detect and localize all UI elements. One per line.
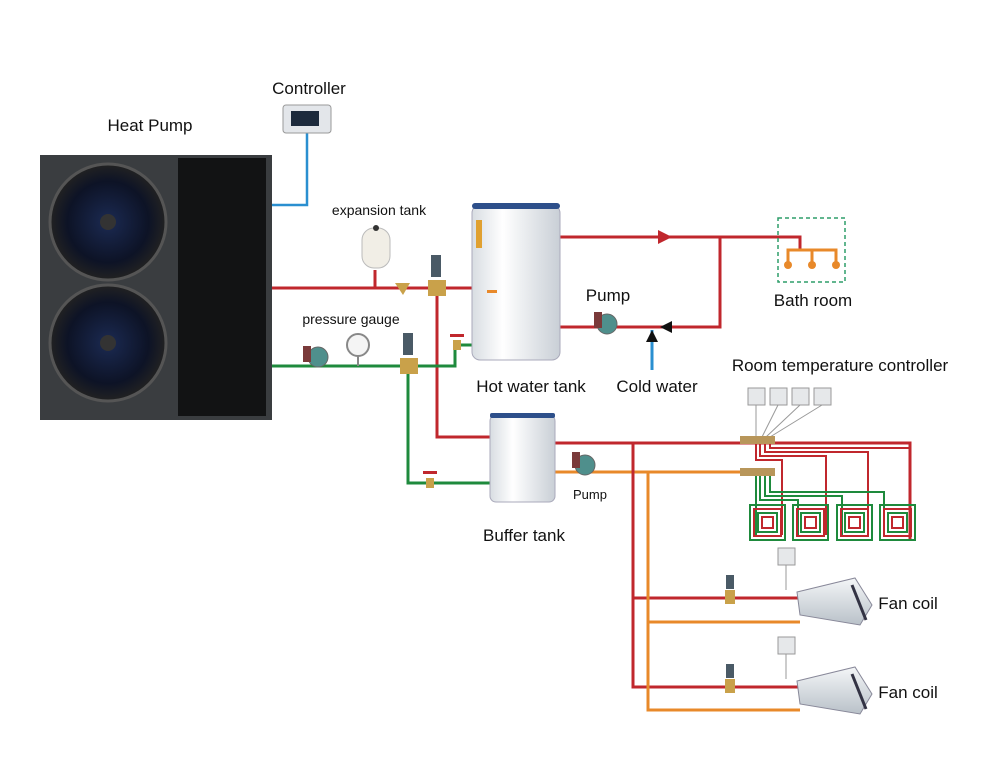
- label-hot-water-tank: Hot water tank: [476, 377, 586, 396]
- controller-wire: [265, 133, 309, 207]
- label-pressure-gauge: pressure gauge: [302, 311, 400, 327]
- return-manifold: [740, 468, 775, 476]
- buffer-tank: [489, 413, 556, 503]
- thermostat-icon: [813, 387, 832, 406]
- controller-device: [282, 104, 332, 134]
- buffer-return-pipe: [406, 366, 492, 485]
- label-room-temperature-controller: Room temperature controller: [732, 356, 949, 375]
- heat-pump-unit: [40, 155, 272, 420]
- return-pipe: [270, 343, 474, 368]
- fan-coil-unit-2: [777, 636, 873, 715]
- three-way-valve-icon: [428, 280, 446, 296]
- supply-manifold: [740, 436, 775, 444]
- strainer-icon: [395, 283, 410, 295]
- fancoil-return-riser: [646, 472, 800, 712]
- gate-valve-icon: [453, 340, 461, 350]
- dhw-recirc-pipe: [558, 237, 722, 329]
- thermostat-icon: [777, 636, 796, 655]
- label-controller: Controller: [272, 79, 346, 98]
- fan-coil-unit-1: [777, 547, 873, 626]
- floor-heating-loop: [792, 504, 829, 541]
- three-way-valve-icon: [400, 358, 418, 374]
- label-cold-water: Cold water: [616, 377, 698, 396]
- room-thermostats: [747, 387, 832, 438]
- label-expansion-tank: expansion tank: [332, 202, 427, 218]
- shower-icon: [808, 261, 816, 269]
- shower-icon: [784, 261, 792, 269]
- expansion-tank: [361, 225, 391, 269]
- flow-arrow-icon: [658, 230, 672, 244]
- label-pump-buffer: Pump: [573, 487, 607, 502]
- hot-water-tank: [471, 203, 561, 361]
- shower-icon: [832, 261, 840, 269]
- label-fan-coil-2: Fan coil: [878, 683, 938, 702]
- label-buffer-tank: Buffer tank: [483, 526, 565, 545]
- label-pump: Pump: [586, 286, 630, 305]
- pressure-gauge-icon: [346, 333, 370, 357]
- floor-heating: [740, 387, 916, 541]
- label-fan-coil-1: Fan coil: [878, 594, 938, 613]
- fancoil-supply-riser: [631, 443, 800, 689]
- thermostat-icon: [769, 387, 788, 406]
- floor-heating-loop: [879, 504, 916, 541]
- thermostat-icon: [791, 387, 810, 406]
- buffer-supply-pipe: [435, 288, 492, 439]
- gate-valve-icon: [426, 478, 434, 488]
- thermostat-icon: [747, 387, 766, 406]
- floor-heating-loop: [836, 504, 873, 541]
- fittings: [303, 255, 735, 693]
- label-heat-pump: Heat Pump: [107, 116, 192, 135]
- dhw-supply-pipe: [558, 235, 802, 250]
- bath-room-fixtures: [777, 217, 846, 283]
- zone-valve-icon: [725, 679, 735, 693]
- floor-heating-loop: [749, 504, 786, 541]
- cold-water-arrow-icon: [646, 330, 658, 342]
- flow-arrow-icon: [660, 321, 672, 333]
- thermostat-icon: [777, 547, 796, 566]
- heating-supply-pipe: [555, 441, 912, 540]
- label-bath-room: Bath room: [774, 291, 852, 310]
- zone-valve-icon: [725, 590, 735, 604]
